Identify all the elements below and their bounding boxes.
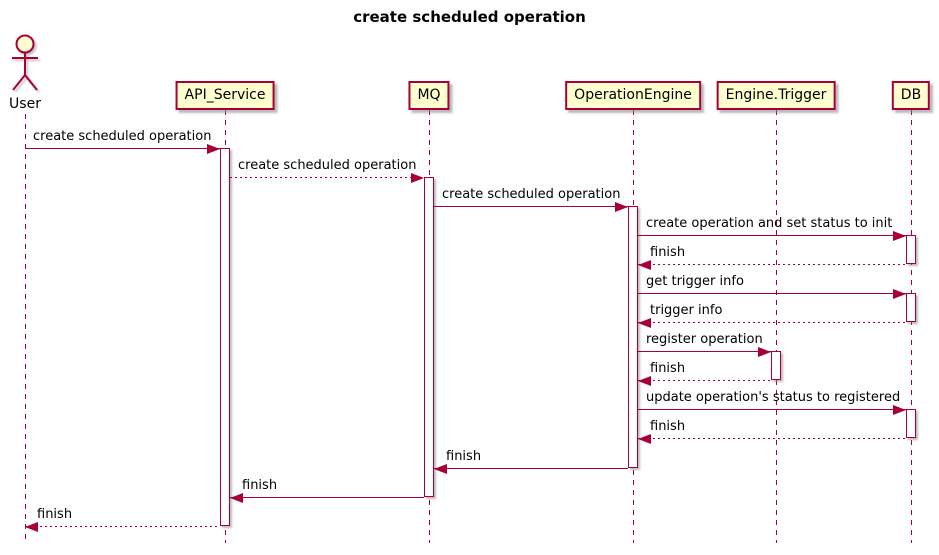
message-line-2 (434, 206, 628, 207)
activation-bar-operation_engine-2 (628, 206, 638, 468)
message-line-7 (638, 351, 771, 352)
participant-box-operation_engine: OperationEngine (565, 81, 701, 110)
arrowhead-icon-13 (25, 521, 38, 532)
message-line-5 (638, 293, 906, 294)
lifeline-user (24, 114, 26, 543)
message-label-4: finish (650, 245, 686, 260)
message-label-13: finish (37, 507, 73, 522)
activation-bar-db-5 (906, 293, 916, 322)
arrowhead-icon-3 (893, 230, 906, 241)
message-label-8: finish (650, 361, 686, 376)
message-label-0: create scheduled operation (33, 129, 212, 144)
message-line-9 (638, 409, 906, 410)
arrowhead-icon-9 (893, 404, 906, 415)
message-label-3: create operation and set status to init (646, 216, 893, 231)
actor-label-user: User (9, 96, 41, 112)
arrowhead-icon-12 (230, 492, 243, 503)
arrowhead-icon-0 (207, 143, 220, 154)
message-label-6: trigger info (650, 303, 723, 318)
participant-box-db: DB (891, 81, 931, 110)
arrowhead-icon-6 (638, 317, 651, 328)
arrowhead-icon-7 (758, 346, 771, 357)
message-label-2: create scheduled operation (442, 187, 621, 202)
message-label-7: register operation (646, 332, 763, 347)
message-line-3 (638, 235, 906, 236)
arrowhead-icon-11 (434, 463, 447, 474)
message-line-8 (638, 380, 771, 381)
message-label-9: update operation's status to registered (646, 390, 901, 405)
diagram-title: create scheduled operation (353, 8, 586, 26)
lifeline-engine_trigger (775, 110, 777, 543)
activation-bar-api_service-0 (220, 148, 230, 526)
activation-bar-engine_trigger-3 (771, 351, 781, 380)
message-line-4 (638, 264, 906, 265)
arrowhead-icon-5 (893, 288, 906, 299)
activation-bar-db-6 (906, 409, 916, 438)
participant-box-mq: MQ (408, 81, 450, 110)
arrowhead-icon-2 (615, 201, 628, 212)
arrowhead-icon-10 (638, 433, 651, 444)
participant-box-engine_trigger: Engine.Trigger (716, 81, 836, 110)
participant-box-api_service: API_Service (175, 81, 275, 110)
message-line-11 (434, 468, 628, 469)
message-line-0 (25, 148, 220, 149)
activation-bar-db-4 (906, 235, 916, 264)
message-label-5: get trigger info (646, 274, 744, 289)
message-line-13 (25, 526, 220, 527)
message-line-6 (638, 322, 906, 323)
lifeline-db (910, 110, 912, 543)
arrowhead-icon-4 (638, 259, 651, 270)
activation-bar-mq-1 (424, 177, 434, 497)
message-line-12 (230, 497, 424, 498)
arrowhead-icon-8 (638, 375, 651, 386)
message-line-10 (638, 438, 906, 439)
message-label-1: create scheduled operation (238, 158, 417, 173)
message-label-10: finish (650, 419, 686, 434)
actor-icon-user (5, 32, 45, 96)
arrowhead-icon-1 (411, 172, 424, 183)
message-line-1 (230, 177, 424, 178)
message-label-12: finish (242, 478, 278, 493)
message-label-11: finish (446, 449, 482, 464)
